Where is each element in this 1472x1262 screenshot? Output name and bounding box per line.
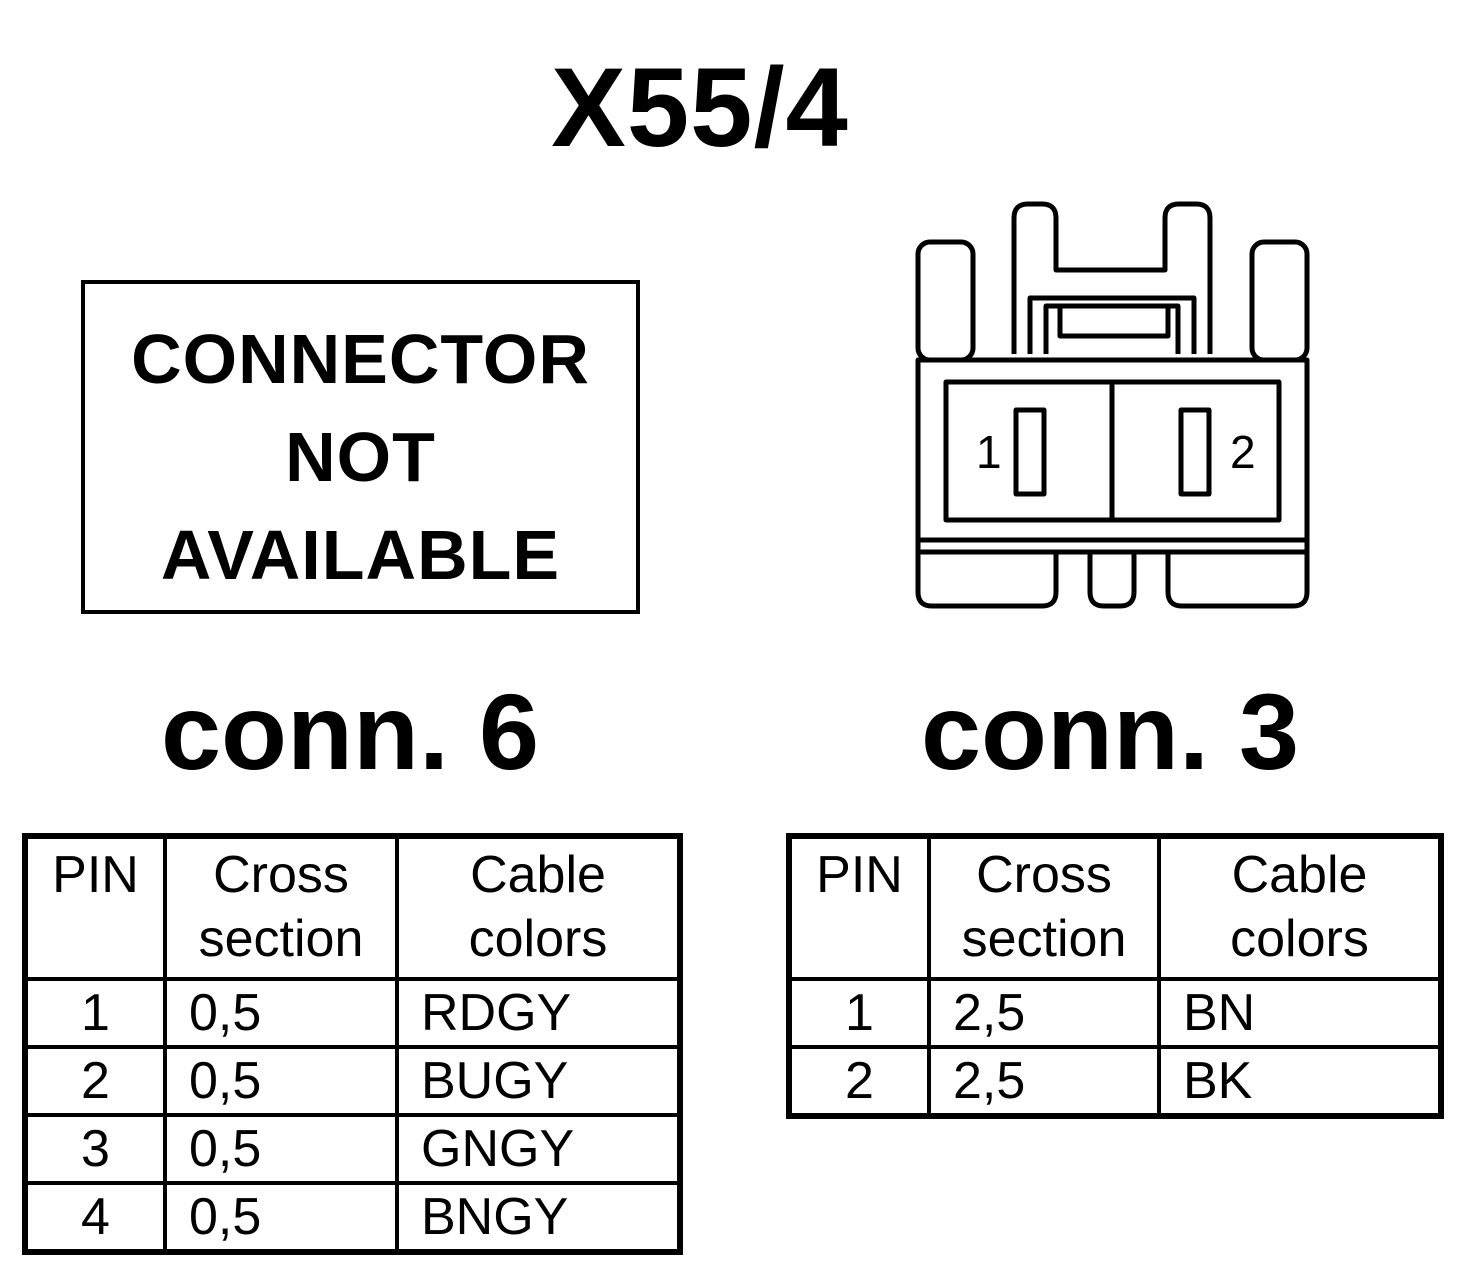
pin-cell: 2 [23, 1045, 167, 1117]
connector-latch-inner-2 [1043, 303, 1181, 354]
cable-color-cell: BNGY [395, 1181, 682, 1254]
not-available-line-1: CONNECTOR [131, 320, 590, 398]
page-title: X55/4 [551, 45, 849, 170]
cable-colors-header: Cable colors [395, 834, 682, 981]
pin-cell: 1 [23, 977, 167, 1049]
color-header-line-2: colors [1230, 910, 1369, 968]
cross-header-line-2: section [198, 910, 364, 968]
pin-cell: 2 [787, 1045, 931, 1118]
color-header-line-2: colors [468, 910, 608, 968]
cable-color-cell: BUGY [395, 1045, 682, 1117]
cross-section-cell: 0,5 [163, 1045, 399, 1117]
cross-section-cell: 2,5 [927, 977, 1161, 1049]
connector-pin-label-1: 1 [976, 426, 1002, 478]
connector-latch-slot [1057, 306, 1171, 339]
cross-section-cell: 0,5 [163, 1113, 399, 1185]
table-row: 4 0,5 BNGY [23, 1181, 682, 1254]
pin-header: PIN [23, 834, 167, 981]
conn3-pin-table: PIN Cross section Cable colors 1 2,5 BN … [786, 833, 1444, 1119]
pin-cell: 1 [787, 977, 931, 1049]
table-row: 2 0,5 BUGY [23, 1045, 682, 1117]
cable-color-cell: GNGY [395, 1113, 682, 1185]
cross-section-header: Cross section [927, 834, 1161, 981]
cross-section-cell: 0,5 [163, 1181, 399, 1254]
table-row: 2 2,5 BK [787, 1045, 1443, 1118]
connector-left-tab [915, 239, 976, 363]
pin-cell: 4 [23, 1181, 167, 1254]
conn6-pin-table: PIN Cross section Cable colors 1 0,5 RDG… [22, 833, 683, 1255]
color-header-line-1: Cable [470, 846, 606, 904]
conn6-label: conn. 6 [160, 671, 540, 792]
connector-right-tab [1249, 239, 1310, 363]
not-available-line-2: NOT [285, 418, 436, 496]
connector-bottom-center-foot [1087, 552, 1137, 609]
color-header-line-1: Cable [1231, 846, 1368, 904]
table-row: 1 0,5 RDGY [23, 977, 682, 1049]
connector-latch-inner [1027, 295, 1197, 354]
pin-header: PIN [787, 834, 931, 981]
table-row: 3 0,5 GNGY [23, 1113, 682, 1185]
connector-pin-slot-1 [1013, 407, 1047, 497]
not-available-line-3: AVAILABLE [160, 516, 561, 594]
cable-colors-header: Cable colors [1157, 834, 1443, 981]
conn3-label: conn. 3 [920, 671, 1300, 792]
connector-pin-slot-2 [1178, 407, 1212, 497]
connector-latch [1011, 201, 1213, 354]
cable-color-cell: BN [1157, 977, 1443, 1049]
cross-header-line-1: Cross [213, 846, 349, 904]
cross-section-header: Cross section [163, 834, 399, 981]
connector-bottom-left-foot [915, 540, 1059, 609]
cross-header-line-1: Cross [976, 846, 1112, 904]
connector-bottom-right-foot [1165, 540, 1310, 609]
pin-cell: 3 [23, 1113, 167, 1185]
table-row: 1 2,5 BN [787, 977, 1443, 1049]
table-header-row: PIN Cross section Cable colors [23, 834, 682, 981]
connector-pin-label-2: 2 [1230, 426, 1256, 478]
connector-drawing: 1 2 [915, 201, 1310, 609]
cable-color-cell: BK [1157, 1045, 1443, 1118]
table-header-row: PIN Cross section Cable colors [787, 834, 1443, 981]
cross-section-cell: 0,5 [163, 977, 399, 1049]
cable-color-cell: RDGY [395, 977, 682, 1049]
cross-header-line-2: section [961, 910, 1127, 968]
cross-section-cell: 2,5 [927, 1045, 1161, 1118]
connector-not-available-box: CONNECTOR NOT AVAILABLE [81, 280, 640, 614]
